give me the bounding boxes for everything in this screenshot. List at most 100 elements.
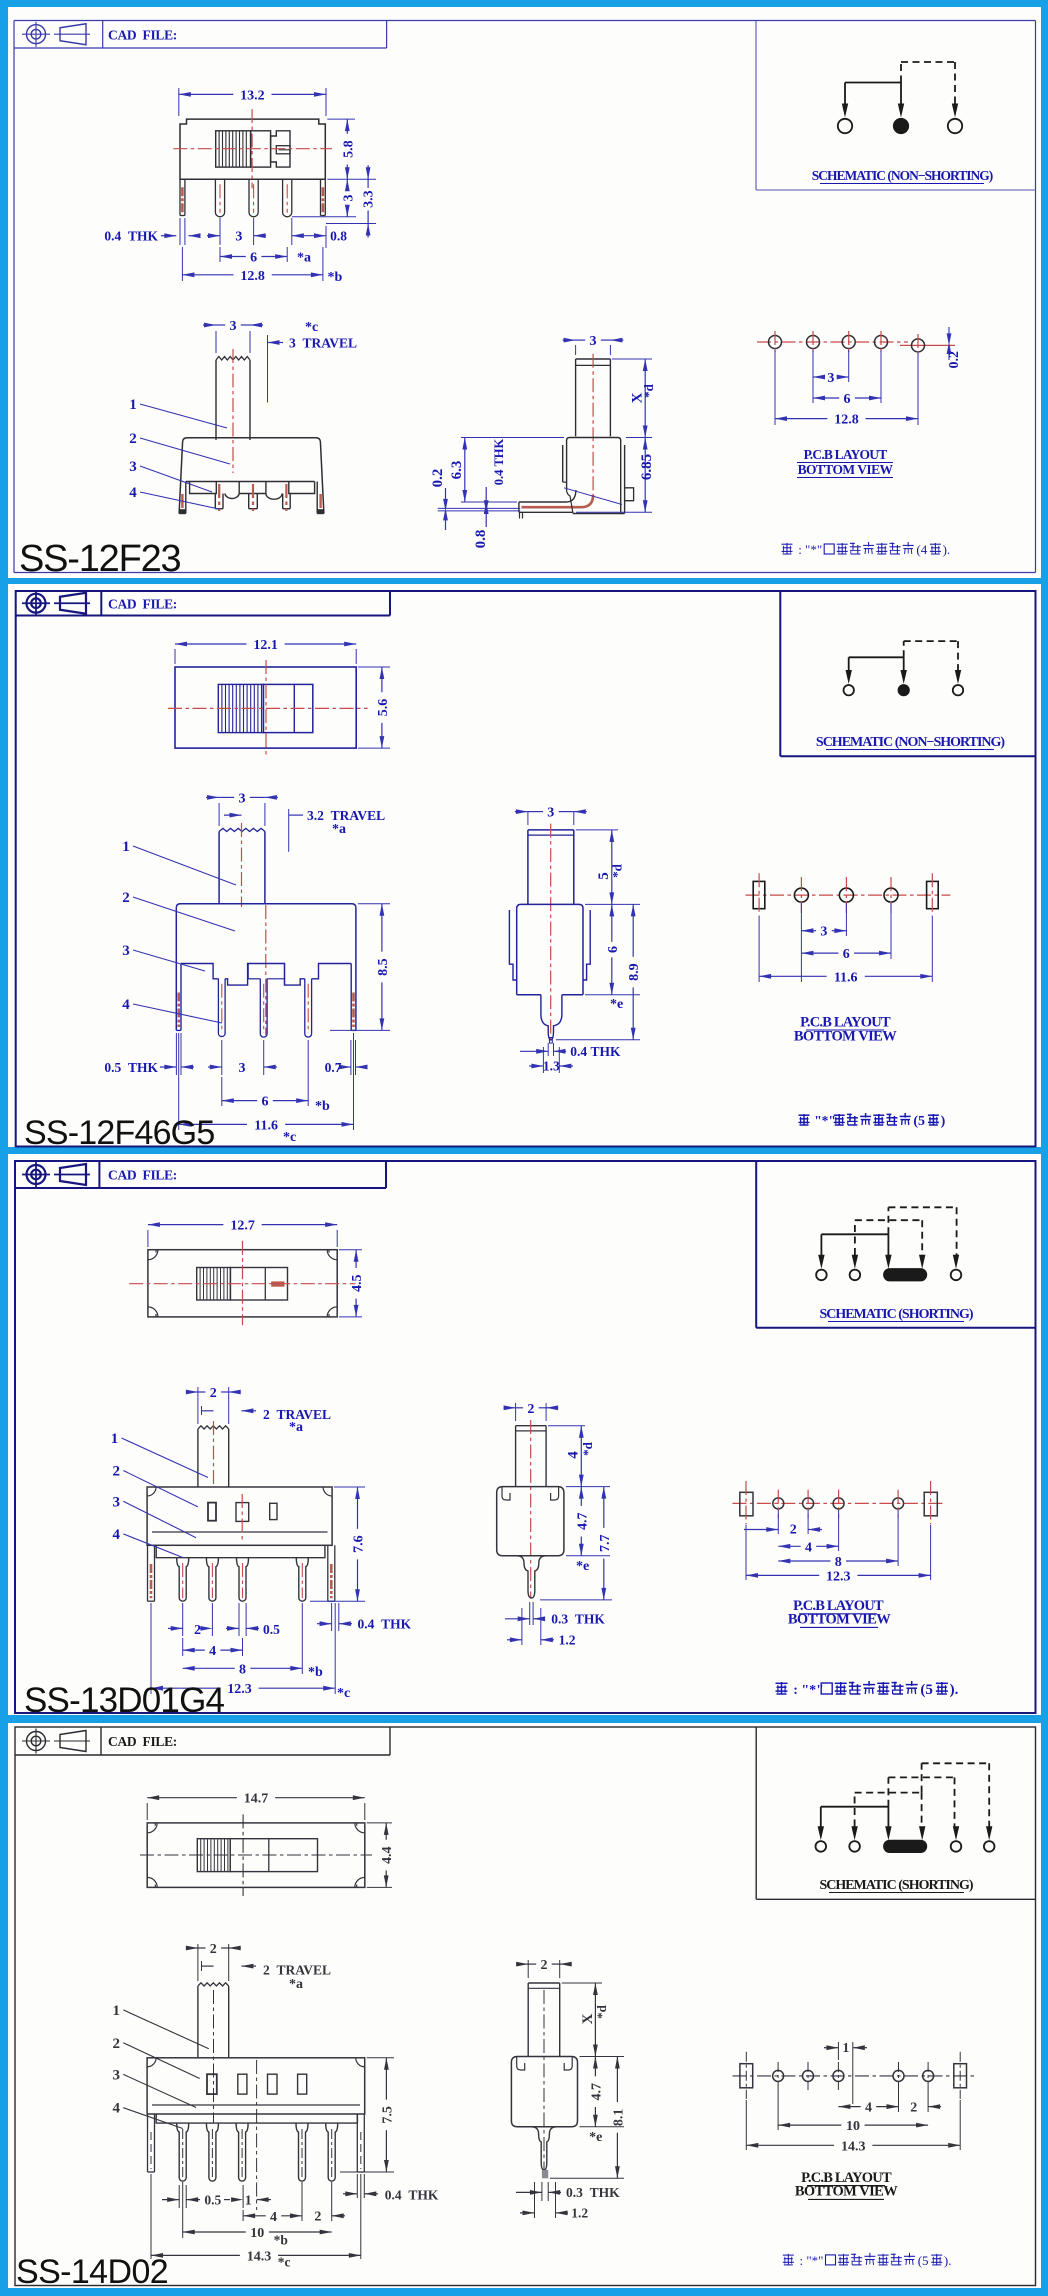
svg-text:*d: *d (641, 383, 656, 398)
svg-text:: "*": : "*" (798, 542, 822, 557)
svg-text:5.8: 5.8 (341, 140, 356, 158)
svg-text:8.1: 8.1 (611, 2109, 626, 2127)
svg-text:4.7: 4.7 (589, 2083, 604, 2101)
svg-text:0.3 THK: 0.3 THK (566, 2185, 620, 2200)
svg-text:3: 3 (547, 806, 554, 821)
svg-text:1: 1 (245, 2193, 252, 2208)
svg-text:5: 5 (596, 872, 612, 880)
svg-text:P.C.B LAYOUT: P.C.B LAYOUT (793, 1598, 884, 1614)
svg-text:6: 6 (843, 947, 850, 962)
svg-text:*d: *d (610, 863, 625, 878)
svg-text:6: 6 (250, 251, 257, 266)
svg-text:0.8: 0.8 (473, 530, 489, 549)
svg-text:1.2: 1.2 (559, 1633, 576, 1648)
svg-text:2: 2 (194, 1623, 201, 1638)
svg-text:12.3: 12.3 (227, 1682, 252, 1697)
svg-text:0.5: 0.5 (204, 2192, 221, 2207)
svg-text:4: 4 (122, 997, 130, 1013)
svg-text:6.85: 6.85 (639, 454, 655, 480)
svg-text:3.3: 3.3 (362, 190, 377, 208)
svg-text:3: 3 (341, 195, 356, 202)
svg-text:: "*": : "*" (793, 1683, 824, 1698)
svg-text:4: 4 (113, 2101, 121, 2117)
svg-text:4.4: 4.4 (380, 1846, 395, 1864)
svg-text:*c: *c (278, 2254, 291, 2269)
svg-text:SCHEMATIC (SHORTING): SCHEMATIC (SHORTING) (819, 1307, 973, 1322)
svg-text:12.3: 12.3 (826, 1569, 851, 1584)
svg-text:BOTTOM VIEW: BOTTOM VIEW (788, 1612, 891, 1628)
svg-text:0.2: 0.2 (430, 469, 446, 488)
svg-text:4: 4 (129, 485, 137, 501)
svg-text:4: 4 (805, 1540, 812, 1555)
svg-text:14.7: 14.7 (244, 1792, 269, 1807)
svg-text:2: 2 (122, 890, 130, 906)
svg-text:0.4 THK: 0.4 THK (104, 228, 158, 243)
svg-text:(5: (5 (918, 2253, 929, 2268)
svg-text:0.4 THK: 0.4 THK (358, 1616, 412, 1631)
svg-text:8: 8 (239, 1662, 246, 1677)
svg-text:BOTTOM VIEW: BOTTOM VIEW (798, 462, 894, 477)
svg-text:0.2: 0.2 (947, 351, 962, 369)
svg-text:1: 1 (842, 2041, 849, 2056)
svg-text:*b: *b (328, 270, 343, 285)
svg-text:0.7: 0.7 (325, 1060, 342, 1075)
svg-text:CAD FILE:: CAD FILE: (108, 597, 177, 612)
svg-text:2 TRAVEL: 2 TRAVEL (263, 1963, 331, 1978)
svg-text:0.4 THK: 0.4 THK (385, 2187, 439, 2202)
svg-text:*e: *e (610, 997, 623, 1012)
svg-text:SS-12F23: SS-12F23 (19, 538, 181, 580)
svg-text:11.6: 11.6 (834, 970, 858, 985)
svg-text:10: 10 (846, 2119, 860, 2134)
svg-text:1: 1 (113, 2003, 121, 2019)
svg-text:11.6: 11.6 (254, 1118, 278, 1133)
svg-text:SCHEMATIC (NON−SHORTING): SCHEMATIC (NON−SHORTING) (816, 735, 1006, 750)
svg-text:6.3: 6.3 (449, 461, 465, 480)
svg-text:1.3: 1.3 (543, 1059, 560, 1074)
svg-text:4.7: 4.7 (575, 1512, 590, 1530)
svg-text:2: 2 (314, 2210, 321, 2225)
svg-text:*c: *c (305, 320, 318, 335)
svg-text:1: 1 (122, 839, 130, 855)
svg-text:*e: *e (576, 1559, 589, 1574)
svg-text:3: 3 (230, 319, 237, 334)
svg-text:4: 4 (566, 1451, 582, 1459)
svg-text:*a: *a (289, 1977, 303, 1992)
svg-text:8.9: 8.9 (627, 963, 642, 981)
svg-text:3: 3 (590, 334, 597, 349)
svg-text:P.C.B LAYOUT: P.C.B LAYOUT (804, 447, 888, 462)
svg-text:6: 6 (606, 946, 621, 953)
svg-text:0.5: 0.5 (263, 1622, 280, 1637)
svg-text:*c: *c (283, 1130, 296, 1145)
svg-text:X: X (580, 2013, 596, 2024)
svg-text:14.3: 14.3 (841, 2139, 866, 2154)
svg-text:SS-13D01G4: SS-13D01G4 (24, 1681, 225, 1720)
svg-text:*d: *d (594, 2004, 609, 2019)
svg-text:(5: (5 (920, 1682, 933, 1698)
svg-text:*b: *b (308, 1665, 323, 1680)
svg-text:3: 3 (239, 1061, 246, 1076)
svg-text:12.8: 12.8 (240, 269, 265, 284)
svg-text:0.3 THK: 0.3 THK (551, 1612, 605, 1627)
svg-text:(5: (5 (913, 1114, 925, 1129)
svg-text:CAD FILE:: CAD FILE: (108, 28, 177, 43)
svg-text:*d: *d (580, 1441, 595, 1456)
svg-text:*b: *b (274, 2232, 288, 2247)
svg-text:2: 2 (210, 1386, 217, 1401)
svg-text:4: 4 (113, 1527, 121, 1543)
svg-text:5.6: 5.6 (376, 699, 391, 717)
svg-text:7.6: 7.6 (352, 1535, 367, 1553)
svg-text:).: ). (943, 542, 951, 557)
svg-text:2: 2 (129, 431, 137, 447)
svg-text:SS-14D02: SS-14D02 (16, 2253, 168, 2291)
svg-text:2: 2 (113, 2036, 121, 2052)
svg-text:*a: *a (297, 251, 311, 266)
svg-text:BOTTOM VIEW: BOTTOM VIEW (795, 2184, 898, 2200)
svg-text:2: 2 (113, 1464, 121, 1480)
svg-text:10: 10 (250, 2226, 264, 2241)
svg-text:0.4 THK: 0.4 THK (570, 1044, 621, 1059)
svg-text:3: 3 (113, 2067, 121, 2083)
svg-text:*b: *b (315, 1099, 330, 1114)
svg-text:6: 6 (262, 1095, 269, 1110)
svg-text:P.C.B LAYOUT: P.C.B LAYOUT (801, 2170, 892, 2186)
svg-text:2: 2 (541, 1958, 548, 1973)
